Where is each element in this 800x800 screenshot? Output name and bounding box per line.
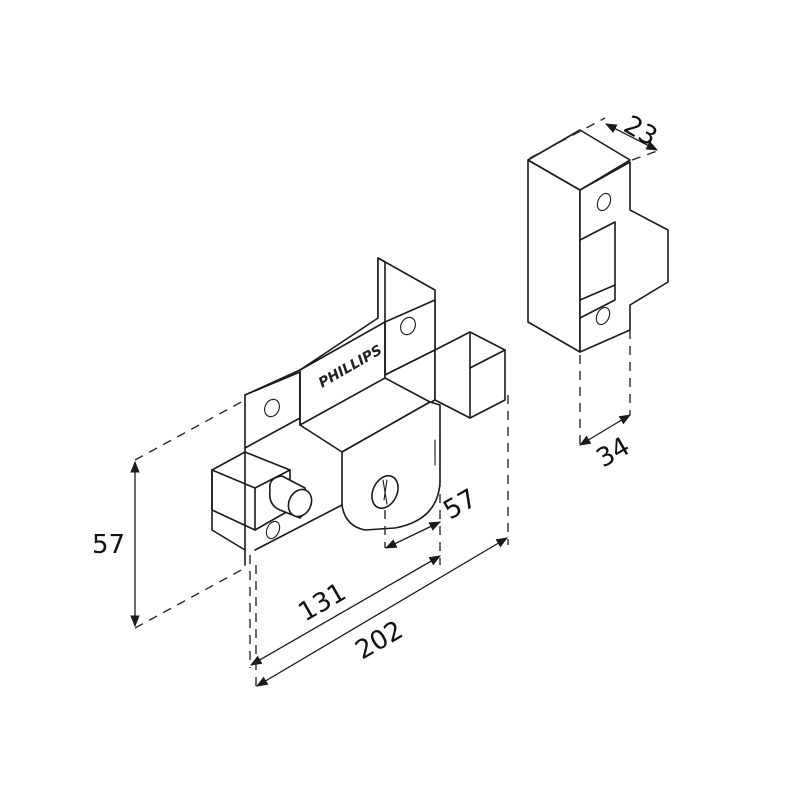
screw-hole-icon <box>400 316 416 336</box>
screw-hole-icon <box>596 192 612 212</box>
dimension-label-202: 202 <box>351 615 409 666</box>
dimension-label-57-vertical: 57 <box>92 530 125 560</box>
keyhole-icon <box>371 474 399 510</box>
dimension-label-57-horizontal: 57 <box>439 484 483 527</box>
dimension-keeper-width: 34 <box>578 330 636 475</box>
screw-hole-icon <box>264 398 280 418</box>
dimension-label-34: 34 <box>592 432 636 475</box>
left-plate-ear <box>244 371 301 449</box>
dimension-lock-height: 57 <box>92 399 246 629</box>
dimension-label-23: 23 <box>619 110 663 153</box>
dimension-label-131: 131 <box>294 577 352 628</box>
screw-hole-icon <box>595 306 611 326</box>
dimension-body-length: 131 <box>249 555 442 668</box>
keeper-strike-plate <box>527 129 669 353</box>
